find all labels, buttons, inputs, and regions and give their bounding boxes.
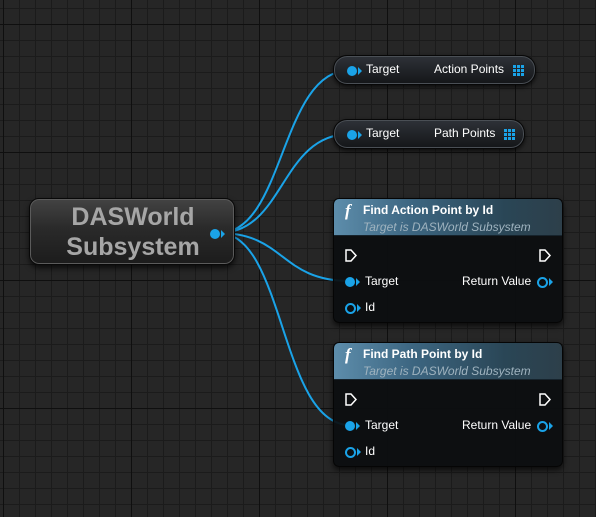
exec-output-pin[interactable]	[539, 249, 551, 262]
id-input-pin[interactable]	[345, 447, 356, 458]
path-points-getter-node[interactable]: Target Path Points	[333, 119, 525, 149]
target-input-pin-arrow	[358, 67, 362, 75]
exec-input-pin[interactable]	[345, 249, 357, 262]
id-input-pin[interactable]	[345, 303, 356, 314]
function-subtitle: Target is DASWorld Subsystem	[363, 220, 531, 234]
subsystem-output-pin-arrow	[221, 230, 225, 238]
target-label: Target	[366, 62, 400, 76]
return-value-output-pin[interactable]	[537, 421, 548, 432]
exec-output-pin[interactable]	[539, 393, 551, 406]
find-path-point-by-id-node[interactable]: f Find Path Point by Id Target is DASWor…	[333, 342, 563, 467]
target-input-pin[interactable]	[345, 277, 355, 287]
target-input-pin-arrow	[358, 131, 362, 139]
grid-array-icon[interactable]	[504, 129, 515, 140]
target-label: Target	[365, 418, 399, 432]
subsystem-output-pin[interactable]	[210, 229, 220, 239]
wire-to-path-points	[218, 133, 351, 234]
function-header: f Find Action Point by Id Target is DASW…	[334, 199, 562, 236]
wire-to-find-action-point	[218, 232, 351, 282]
return-value-label: Return Value	[462, 418, 532, 432]
subsystem-title-line1: DASWorld	[71, 203, 195, 231]
function-icon: f	[345, 345, 351, 364]
target-input-pin-arrow	[356, 278, 360, 286]
id-label: Id	[365, 300, 376, 314]
find-action-point-by-id-node[interactable]: f Find Action Point by Id Target is DASW…	[333, 198, 563, 323]
action-points-getter-node[interactable]: Target Action Points	[333, 55, 536, 85]
return-value-output-pin[interactable]	[537, 277, 548, 288]
action-points-label: Action Points	[434, 62, 505, 76]
target-input-pin[interactable]	[347, 130, 357, 140]
function-title: Find Action Point by Id	[363, 203, 494, 217]
path-points-label: Path Points	[434, 126, 496, 140]
function-icon: f	[345, 201, 351, 220]
daswworld-subsystem-node[interactable]: DASWorld Subsystem	[29, 198, 235, 265]
target-label: Target	[366, 126, 400, 140]
function-header: f Find Path Point by Id Target is DASWor…	[334, 343, 562, 380]
return-value-pin-arrow	[549, 278, 553, 286]
id-label: Id	[365, 444, 376, 458]
return-value-label: Return Value	[462, 274, 532, 288]
target-input-pin-arrow	[356, 422, 360, 430]
target-input-pin[interactable]	[347, 66, 357, 76]
return-value-pin-arrow	[549, 422, 553, 430]
subsystem-title-line2: Subsystem	[66, 233, 200, 261]
id-input-pin-arrow	[357, 448, 361, 456]
exec-input-pin[interactable]	[345, 393, 357, 406]
target-label: Target	[365, 274, 399, 288]
function-title: Find Path Point by Id	[363, 347, 483, 361]
id-input-pin-arrow	[357, 304, 361, 312]
wire-to-action-points	[218, 69, 351, 234]
grid-array-icon[interactable]	[513, 65, 524, 76]
wire-to-find-path-point	[218, 232, 351, 426]
function-subtitle: Target is DASWorld Subsystem	[363, 364, 531, 378]
target-input-pin[interactable]	[345, 421, 355, 431]
